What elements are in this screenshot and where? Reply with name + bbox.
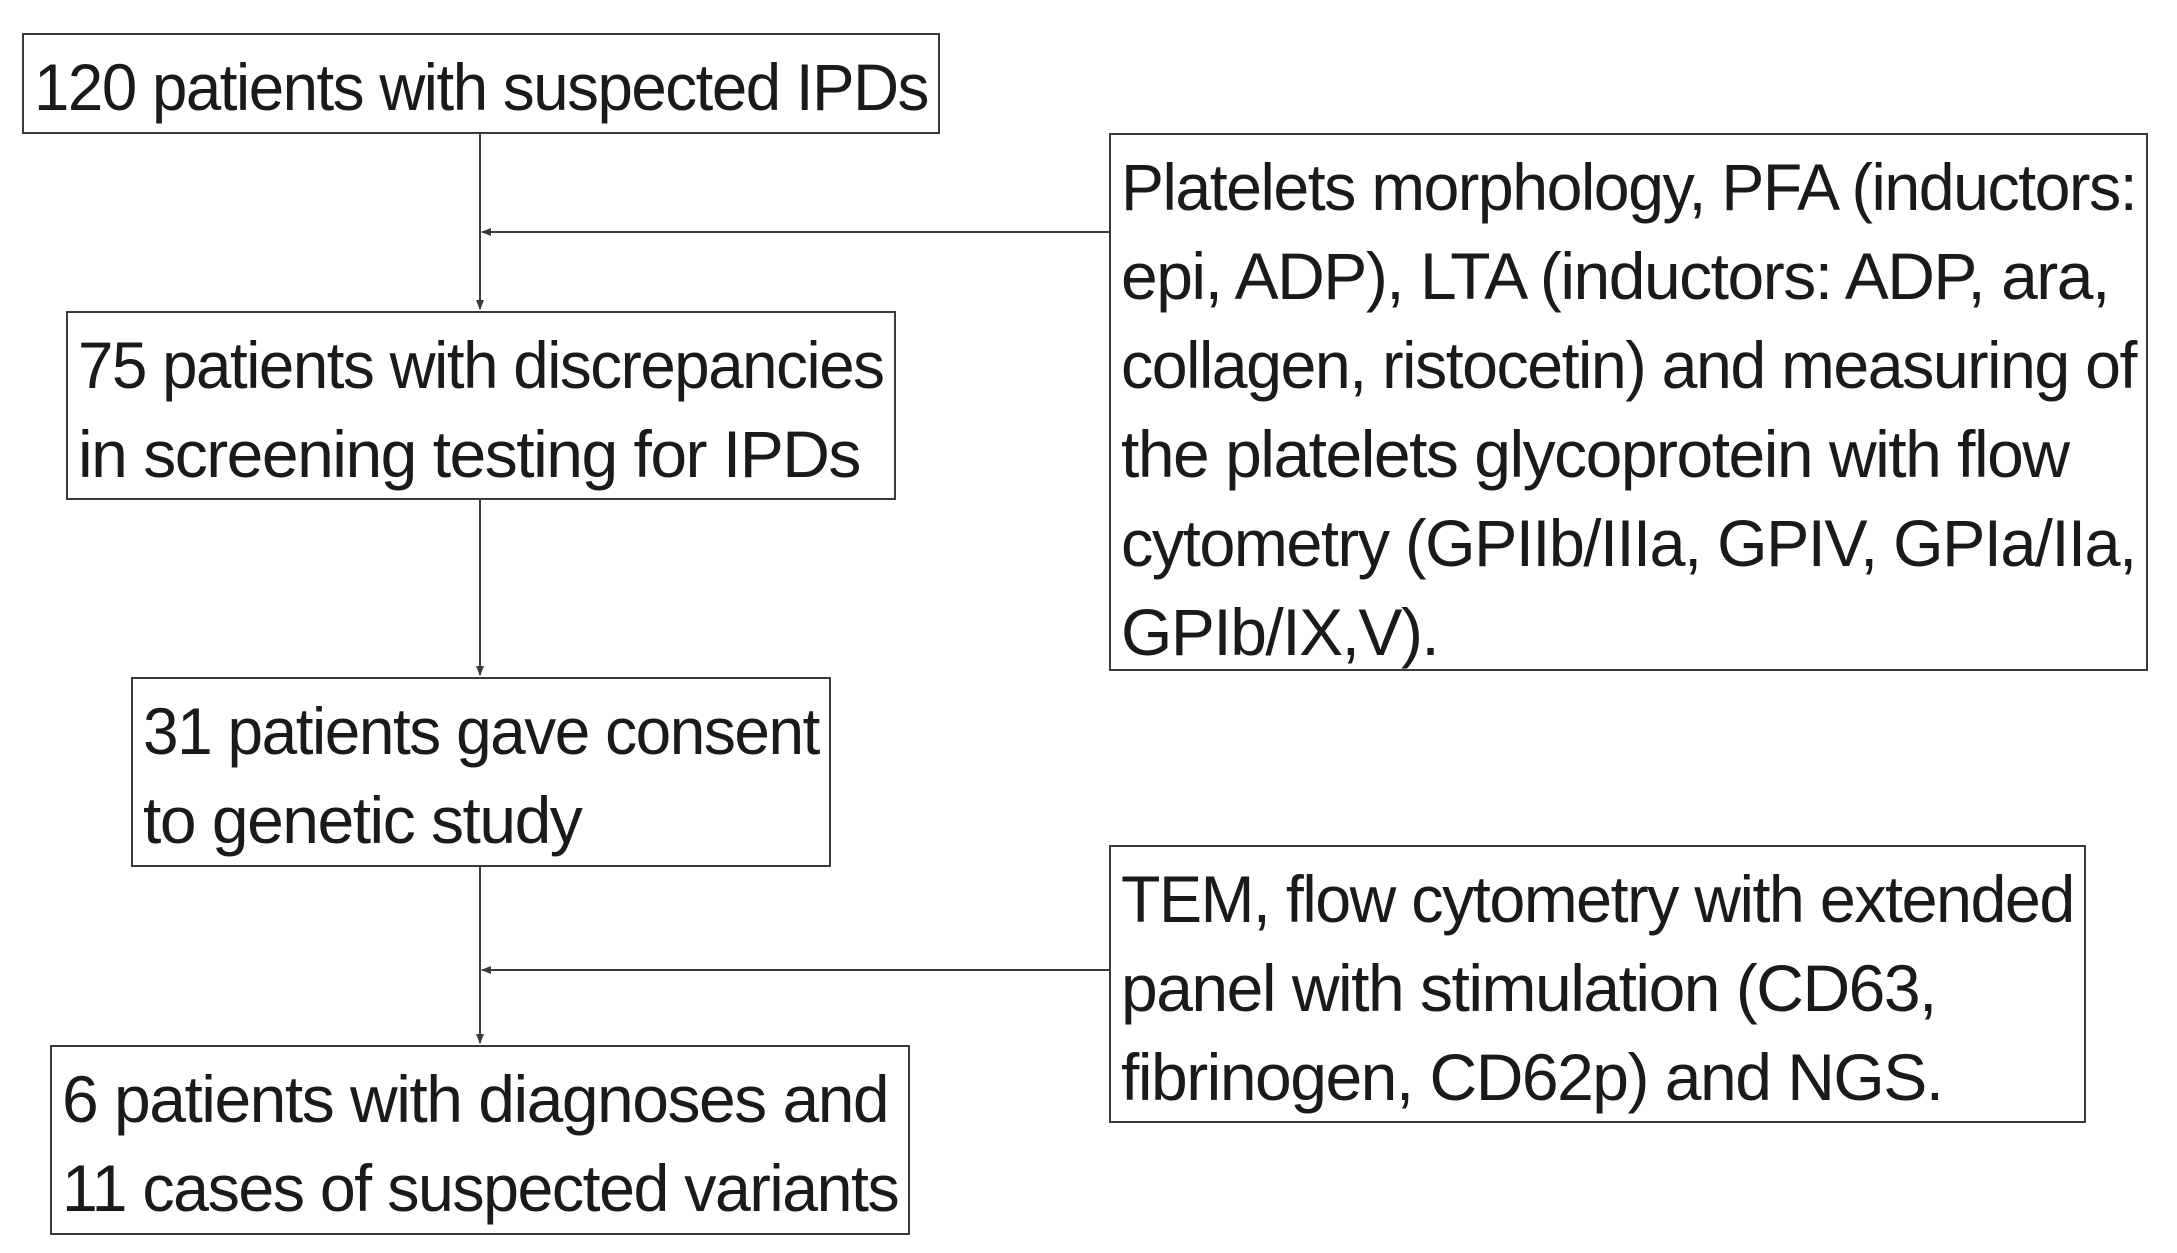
confirmation-methods-line-2: panel with stimulation (CD63, [1121, 951, 1937, 1025]
step4-line-1: 6 patients with diagnoses and [62, 1062, 890, 1136]
confirmation-methods-line-3: fibrinogen, CD62p) and NGS. [1121, 1040, 1944, 1114]
screening-methods-line-1: Platelets morphology, PFA (inductors: [1121, 150, 2138, 224]
step2-line-2: in screening testing for IPDs [78, 417, 861, 491]
step4-box: 6 patients with diagnoses and 11 cases o… [50, 1045, 910, 1235]
step2-box: 75 patients with discrepancies in screen… [66, 311, 896, 500]
step1-box: 120 patients with suspected IPDs [22, 33, 940, 134]
step3-line-1: 31 patients gave consent [143, 694, 820, 768]
confirmation-methods-line-1: TEM, flow cytometry with extended [1121, 862, 2075, 936]
step2-line-1: 75 patients with discrepancies [78, 328, 885, 402]
screening-methods-line-3: collagen, ristocetin) and measuring of [1121, 328, 2137, 402]
screening-methods-line-4: the platelets glycoprotein with flow [1121, 417, 2070, 491]
confirmation-methods-box: TEM, flow cytometry with extended panel … [1109, 845, 2086, 1123]
step4-line-2: 11 cases of suspected variants [62, 1151, 900, 1225]
screening-methods-box: Platelets morphology, PFA (inductors: ep… [1109, 133, 2148, 671]
step3-line-2: to genetic study [143, 783, 583, 857]
screening-methods-line-6: GPIb/IX,V). [1121, 595, 1440, 669]
step3-box: 31 patients gave consent to genetic stud… [131, 677, 831, 867]
step1-line-1: 120 patients with suspected IPDs [34, 50, 929, 124]
screening-methods-line-5: cytometry (GPIIb/IIIa, GPIV, GPIa/IIa, [1121, 506, 2137, 580]
screening-methods-line-2: epi, ADP), LTA (inductors: ADP, ara, [1121, 239, 2110, 313]
